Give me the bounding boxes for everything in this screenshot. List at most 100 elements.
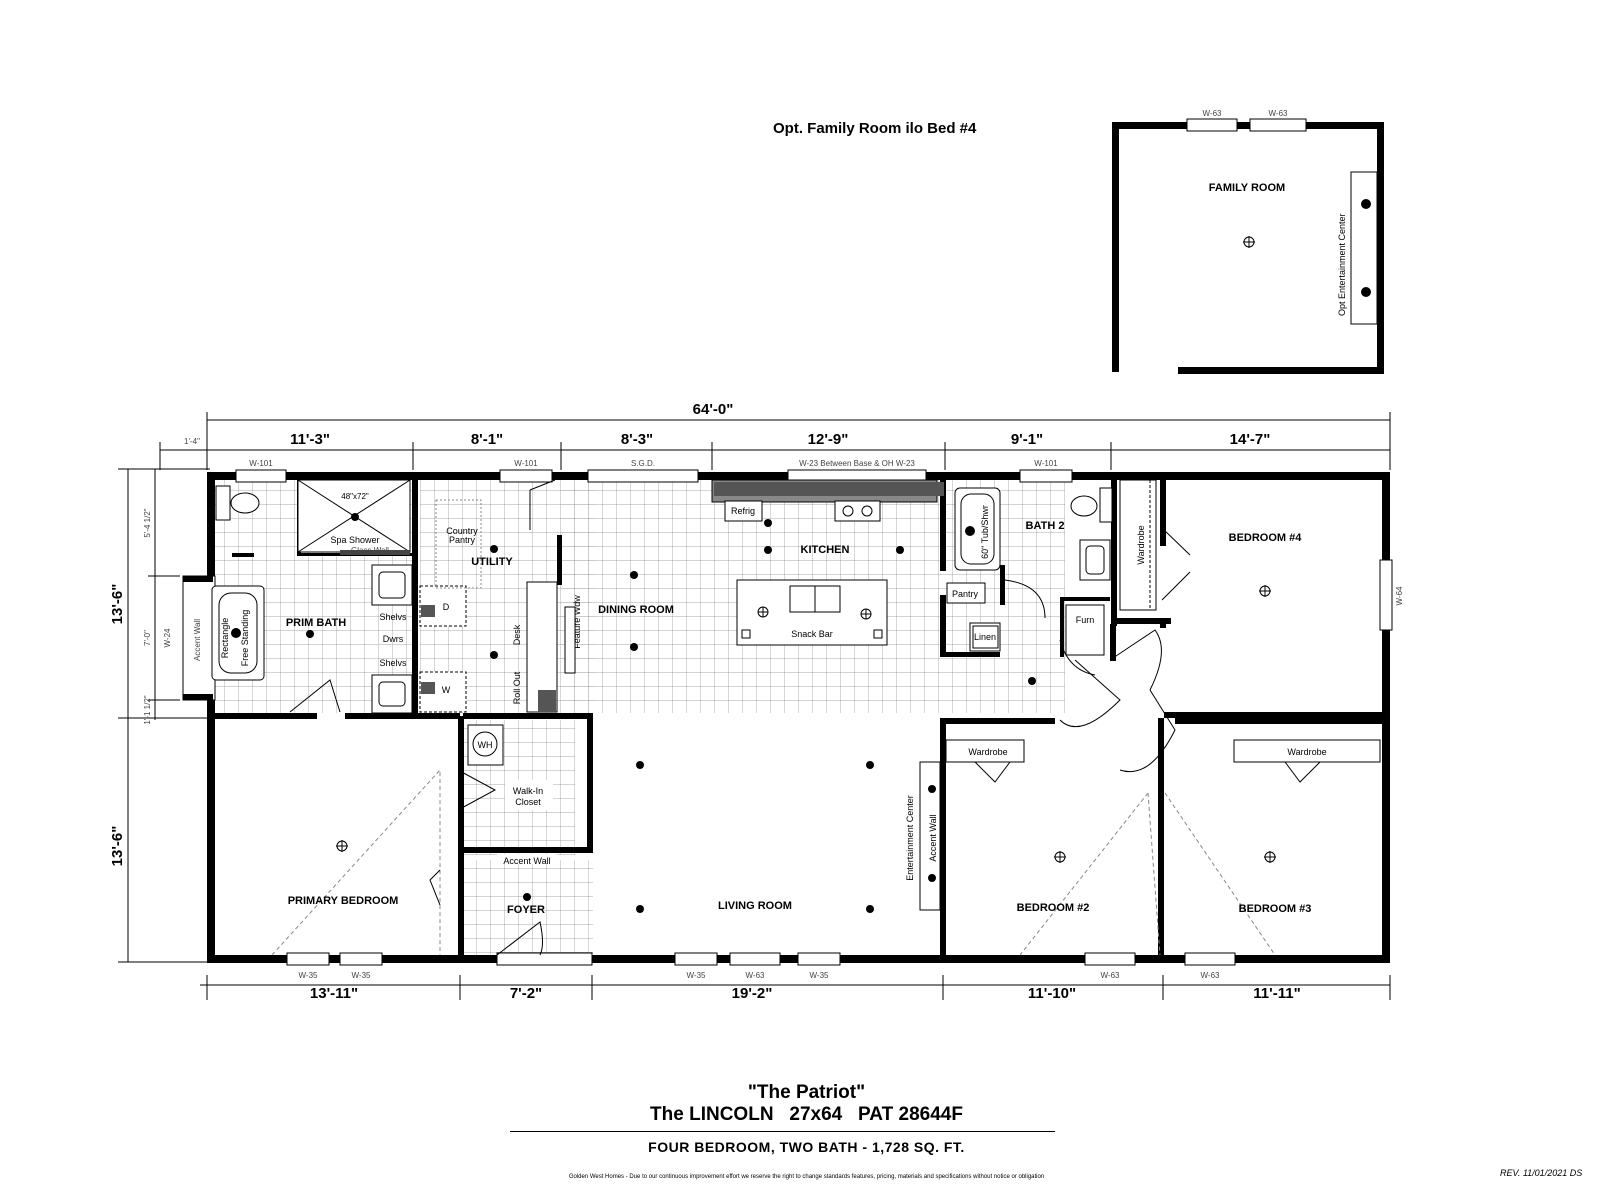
toilet-icon: [1099, 487, 1113, 523]
ceiling-light-icon: [1054, 851, 1066, 863]
shelvs-label: Shelvs: [379, 612, 407, 622]
dimension-label: 11'-11": [1253, 985, 1300, 1002]
snack-bar-label: Snack Bar: [791, 629, 833, 639]
plan-description: FOUR BEDROOM, TWO BATH - 1,728 SQ. FT.: [648, 1139, 965, 1155]
interior-walls: [207, 476, 1385, 958]
refrigerator-icon: [724, 500, 763, 522]
window-label: W-101: [514, 459, 538, 468]
linen-label: Linen: [974, 632, 996, 642]
hall-doors: [1059, 629, 1176, 773]
water-heater-icon: [472, 731, 498, 757]
shower-size-label: 48"x72": [341, 492, 369, 501]
bedroom-4-label: BEDROOM #4: [1229, 532, 1303, 544]
furnace-icon: [1065, 604, 1105, 656]
left-dimensions: [118, 468, 210, 963]
tub-label: Free Standing: [240, 610, 250, 667]
country-pantry-label: Country: [446, 526, 478, 536]
side-window: [1379, 559, 1393, 631]
foyer-label: FOYER: [507, 904, 545, 916]
tv-outlet-icon: [1361, 287, 1371, 297]
tub-shower-label: 60" Tub/Shwr: [980, 505, 990, 559]
dimension-label: 5'-4 1/2": [143, 508, 152, 537]
dimension-label: 7'-0": [143, 630, 152, 646]
family-room-label: FAMILY ROOM: [1209, 182, 1285, 194]
window-label: W-35: [299, 971, 319, 980]
dimension-label: 8'-1": [471, 431, 503, 448]
window-label: W-35: [687, 971, 707, 980]
furnace-label: Furn: [1076, 615, 1095, 625]
country-pantry-label: Pantry: [449, 535, 476, 545]
primary-bath: [211, 479, 413, 714]
window-label: W-64: [1395, 586, 1404, 606]
optional-family-room-plan: W-63 W-63 Opt Entertainment Center FAMIL…: [1112, 109, 1384, 374]
ceiling-light-icon: [336, 840, 348, 852]
accent-wall-label: Accent Wall: [193, 619, 202, 661]
pantry-label: Pantry: [952, 589, 979, 599]
kitchen-label: KITCHEN: [801, 544, 850, 556]
roll-out-label: Roll Out: [512, 671, 522, 704]
dimension-label: 9'-1": [1011, 431, 1043, 448]
ceiling-light-icon: [1259, 585, 1271, 597]
window-label: W-35: [352, 971, 372, 980]
dimension-label: 11'-3": [290, 431, 330, 448]
walk-in-label: Closet: [515, 797, 541, 807]
dimension-label: 1'-4": [184, 437, 200, 446]
foyer-light-icon: [523, 893, 531, 901]
dining-room-label: DINING ROOM: [598, 604, 674, 616]
bedroom-4: [1119, 479, 1271, 611]
feature-window-label: Feature Wdw: [572, 595, 582, 649]
tv-outlet-icon: [1361, 199, 1371, 209]
bath-2: [946, 487, 1113, 652]
utility-label: UTILITY: [471, 556, 513, 568]
plan-model: The LINCOLN 27x64 PAT 28644F: [650, 1104, 963, 1125]
dimension-label: 11'-10": [1028, 985, 1076, 1002]
wardrobe-label: Wardrobe: [1287, 747, 1326, 757]
shelvs-label: Shelvs: [379, 658, 407, 668]
washer-label: W: [442, 685, 451, 695]
prim-bath-label: PRIM BATH: [286, 617, 346, 629]
bedroom-2: [945, 739, 1161, 956]
wardrobe-label: Wardrobe: [968, 747, 1007, 757]
dining-lights: [630, 571, 638, 651]
ceiling-light-icon: [1243, 236, 1255, 248]
wardrobe-label: Wardrobe: [1136, 525, 1146, 564]
bedroom-2-label: BEDROOM #2: [1017, 902, 1090, 914]
window-label: W-63: [1201, 971, 1221, 980]
dimension-label: 13'-6": [109, 826, 126, 867]
dimension-label: 7'-2": [510, 985, 542, 1002]
dryer-label: D: [443, 602, 450, 612]
desk-label: Desk: [512, 624, 522, 645]
entertainment-center-label: Entertainment Center: [905, 795, 915, 881]
ceiling-light-icon: [1264, 851, 1276, 863]
pendant-light-icon: [860, 608, 872, 620]
refrig-label: Refrig: [731, 506, 755, 516]
dimension-label: 13'-11": [310, 985, 358, 1002]
dimension-label: 12'-9": [808, 431, 849, 448]
window-label: W-101: [1034, 459, 1058, 468]
bedroom-3: [1164, 739, 1381, 956]
entry-door-swing: [496, 921, 543, 956]
opt-entertainment-label: Opt Entertainment Center: [1337, 213, 1347, 316]
fan-icon: [306, 630, 314, 638]
accent-wall-label: Accent Wall: [928, 814, 938, 861]
window-label: W-24: [163, 628, 172, 648]
bottom-dimensions: [200, 975, 1391, 1000]
accent-wall-label: Accent Wall: [503, 856, 550, 866]
dimension-label: 13'-6": [109, 584, 126, 625]
plan-name: "The Patriot": [747, 1082, 866, 1103]
door-label: S.G.D.: [631, 459, 655, 468]
top-windows: [235, 469, 1073, 483]
bottom-windows: [286, 952, 1236, 966]
disclaimer: Golden West Homes - Due to our continuou…: [568, 1174, 1045, 1180]
overall-width-dimension: 64'-0": [693, 401, 734, 418]
kitchen: [711, 479, 1036, 685]
toilet-icon: [215, 485, 231, 521]
dimension-label: 8'-3": [621, 431, 653, 448]
utility-room: [419, 479, 558, 713]
revision-label: REV. 11/01/2021 DS: [1500, 1168, 1583, 1178]
primary-bedroom: [271, 768, 497, 956]
bath-2-label: BATH 2: [1026, 520, 1065, 532]
dimension-label: 1'-1 1/2": [143, 695, 152, 724]
living-room-label: LIVING ROOM: [718, 900, 792, 912]
